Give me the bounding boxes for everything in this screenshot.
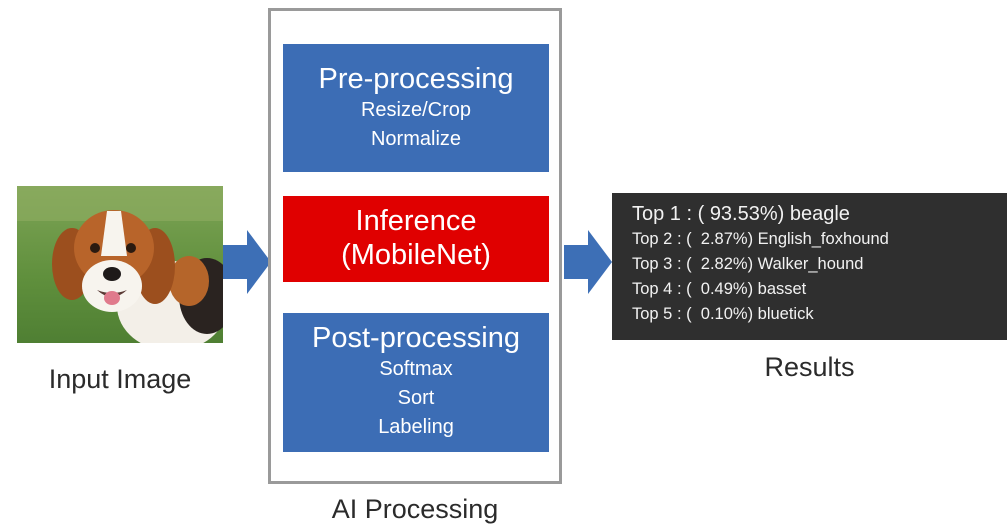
pre-processing-block: Pre-processing Resize/Crop Normalize	[283, 44, 549, 172]
result-row-4: Top 4 : ( 0.49%) basset	[632, 280, 807, 298]
pre-processing-step: Resize/Crop	[360, 99, 472, 121]
post-processing-block: Post-processing Softmax Sort Labeling	[283, 313, 549, 452]
post-processing-step: Sort	[397, 387, 435, 409]
results-panel: Top 1 : ( 93.53%) beagle Top 2 : ( 2.87%…	[612, 193, 1007, 340]
post-processing-step: Softmax	[379, 358, 453, 380]
input-image	[17, 186, 223, 343]
result-row-1: Top 1 : ( 93.53%) beagle	[632, 203, 850, 225]
right-arrow-icon	[223, 230, 271, 294]
input-image-caption: Input Image	[48, 364, 192, 394]
result-row-2: Top 2 : ( 2.87%) English_foxhound	[632, 230, 889, 248]
inference-model: (MobileNet)	[341, 239, 491, 271]
inference-title: Inference	[355, 205, 477, 237]
beagle-photo	[17, 186, 223, 343]
result-row-3: Top 3 : ( 2.82%) Walker_hound	[632, 255, 864, 273]
ai-processing-caption: AI Processing	[331, 494, 499, 524]
inference-block: Inference (MobileNet)	[283, 196, 549, 282]
pre-processing-title: Pre-processing	[318, 63, 514, 95]
post-processing-step: Labeling	[378, 416, 454, 438]
result-row-5: Top 5 : ( 0.10%) bluetick	[632, 305, 814, 323]
right-arrow-icon	[564, 230, 612, 294]
pre-processing-step: Normalize	[370, 128, 462, 150]
results-caption: Results	[764, 352, 855, 382]
post-processing-title: Post-processing	[312, 322, 520, 354]
